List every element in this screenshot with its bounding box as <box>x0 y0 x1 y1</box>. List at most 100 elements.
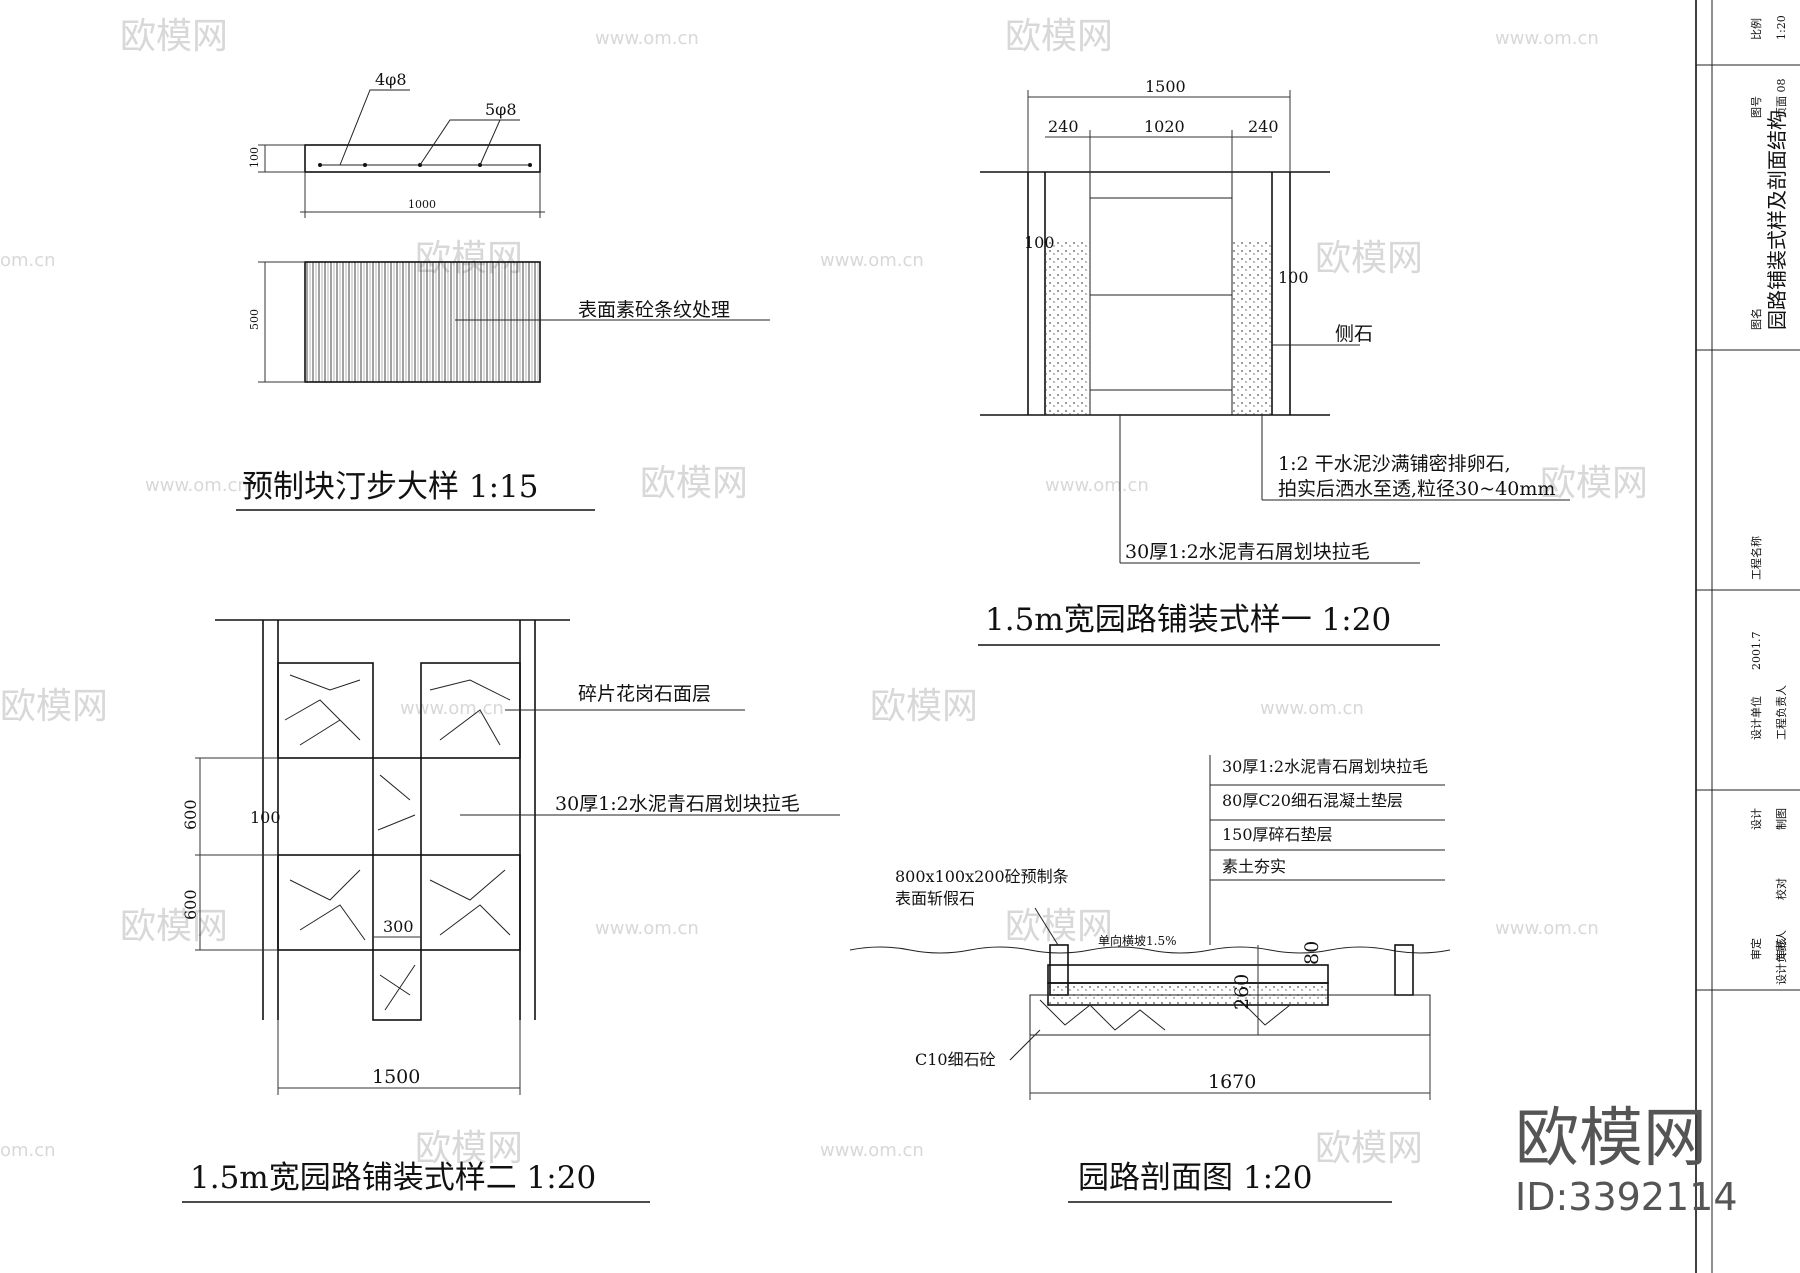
tb-field: 制图 <box>1775 808 1788 830</box>
granite-note: 碎片花岗石面层 <box>578 683 711 705</box>
gravel-base <box>1029 994 1431 1036</box>
dim-label: 80 <box>1301 941 1323 965</box>
concrete-layer <box>1048 983 1328 1005</box>
watermark-brand: 欧模网 <box>415 1128 523 1169</box>
project-label: 工程名称 <box>1749 536 1763 580</box>
watermark-brand: 欧模网 <box>870 686 978 727</box>
rebar-dot <box>363 163 367 167</box>
layer-note: 150厚碎石垫层 <box>1222 825 1333 844</box>
dim-label: 100 <box>1024 233 1055 252</box>
block-section <box>304 144 541 173</box>
watermark-brand: 欧模网 <box>0 686 108 727</box>
layer-note: 素土夯实 <box>1222 857 1286 876</box>
big-watermark-brand: 欧模网 <box>1515 1102 1707 1176</box>
layer-note: 80厚C20细石混凝土垫层 <box>1222 791 1403 810</box>
drawing-name: 园路铺装式样及剖面结构 <box>1765 110 1789 330</box>
detail-paving-style-1: 1500 240 1020 240 100 100 侧石 1:2 干水泥沙满铺密… <box>978 77 1570 646</box>
watermark-url: www.om.cn <box>1260 698 1364 719</box>
block-plan <box>304 261 541 383</box>
granite-strip <box>372 757 422 856</box>
detail-precast-block: 4φ8 5φ8 100 1000 500 表面素砼条纹处理 预制块汀步大样 1:… <box>236 70 770 511</box>
dim-label: 600 <box>181 799 200 830</box>
ground-surface <box>849 946 1451 954</box>
rebar-dot <box>318 163 322 167</box>
title-block: 比例 1:20 图号 页面 08 园路铺装式样及剖面结构 图名 工程名称 200… <box>1695 0 1800 1273</box>
dim-label: 1020 <box>1144 117 1185 136</box>
surface-note: 表面素砼条纹处理 <box>578 299 730 321</box>
pebble-note: 1:2 干水泥沙满铺密排卵石, <box>1278 453 1511 475</box>
scale-label: 比例 <box>1749 18 1763 40</box>
block-plan-hatch <box>305 262 540 382</box>
tb-field: 设计单位 <box>1749 696 1763 740</box>
curb-note: 800x100x200砼预制条 <box>895 867 1069 886</box>
watermark-brand: 欧模网 <box>640 463 748 504</box>
dim-label: 100 <box>1278 268 1309 287</box>
rebar-label: 4φ8 <box>375 70 407 89</box>
gravel-hatch <box>1039 999 1291 1031</box>
tb-field: 校对 <box>1774 878 1788 900</box>
surface-note: 30厚1:2水泥青石屑划块拉毛 <box>1125 541 1370 563</box>
surface-note: 30厚1:2水泥青石屑划块拉毛 <box>555 793 800 815</box>
dim-label: 500 <box>248 309 261 330</box>
dim-label: 240 <box>1048 117 1079 136</box>
dim-label: 100 <box>248 147 261 168</box>
watermark-brand: 欧模网 <box>1315 1128 1423 1169</box>
dim-label: 300 <box>383 917 414 936</box>
big-watermark-id: ID:3392114 <box>1515 1175 1738 1219</box>
watermark-brand: 欧模网 <box>120 906 228 947</box>
watermark-url: www.om.cn <box>1045 475 1149 496</box>
leader-line <box>1009 1029 1041 1061</box>
dim-label: 1670 <box>1208 1071 1256 1093</box>
dim-label: 1000 <box>408 198 436 211</box>
watermark-url: www.om.cn <box>820 1140 924 1161</box>
crazy-paving-joints <box>284 674 511 1011</box>
watermark-brand: 欧模网 <box>1540 463 1648 504</box>
watermark-url: www.om.cn <box>1495 28 1599 49</box>
curb-label: 侧石 <box>1335 323 1373 345</box>
detail-paving-style-2: 600 600 100 300 1500 碎片花岗石面层 30厚1:2水泥青石屑… <box>181 619 840 1203</box>
watermark-brand: 欧模网 <box>1005 906 1113 947</box>
surface-layer <box>1047 964 1329 984</box>
watermark-url: www.om.cn <box>820 250 924 271</box>
slope-label: 单向横坡1.5% <box>1098 933 1177 948</box>
granite-panel <box>420 854 521 951</box>
watermark-brand: 欧模网 <box>1005 16 1113 57</box>
dim-label: 100 <box>250 808 281 827</box>
detail-title: 预制块汀步大样 1:15 <box>242 469 538 505</box>
tb-field: 设计 <box>1750 808 1763 830</box>
leader-line <box>1034 907 1059 946</box>
granite-panel <box>277 854 374 951</box>
curb-note: 表面斩假石 <box>895 889 975 908</box>
layer-note: 30厚1:2水泥青石屑划块拉毛 <box>1222 757 1428 776</box>
concrete-layer-outline <box>1047 982 1329 1006</box>
detail-path-section: 1670 260 80 单向横坡1.5% 30厚1:2水泥青石屑划块拉毛 80厚… <box>849 755 1451 1203</box>
dim-label: 240 <box>1248 117 1279 136</box>
watermark-url: www.om.cn <box>145 475 249 496</box>
rebar-label: 5φ8 <box>485 100 517 119</box>
pebble-band-right <box>1232 240 1272 415</box>
big-watermark: 欧模网 ID:3392114 <box>1515 1102 1738 1219</box>
watermark-url: www.om.cn <box>595 918 699 939</box>
detail-title: 园路剖面图 1:20 <box>1078 1160 1312 1196</box>
base-note: C10细石砼 <box>915 1050 996 1069</box>
watermark-url: www.om.cn <box>595 28 699 49</box>
granite-panel <box>277 662 374 759</box>
watermark-brand: 欧模网 <box>120 16 228 57</box>
leader-line <box>479 119 501 166</box>
watermark-url: www.om.cn <box>1495 918 1599 939</box>
leader-line <box>339 89 410 166</box>
tb-field: 审定 <box>1749 938 1763 960</box>
name-label: 图名 <box>1749 308 1763 330</box>
detail-title: 1.5m宽园路铺装式样二 1:20 <box>190 1160 596 1196</box>
scale-value: 1:20 <box>1775 15 1788 40</box>
granite-strip <box>372 949 422 1021</box>
dim-label: 1500 <box>372 1066 420 1088</box>
leader-line <box>419 119 520 166</box>
tb-field: 设计负责人 <box>1774 930 1788 985</box>
watermark-url: om.cn <box>0 250 56 271</box>
tb-field: 工程负责人 <box>1774 685 1788 740</box>
sheet-label: 图号 <box>1750 96 1763 118</box>
rebar-dot <box>528 163 532 167</box>
dim-label: 260 <box>1231 974 1253 1010</box>
